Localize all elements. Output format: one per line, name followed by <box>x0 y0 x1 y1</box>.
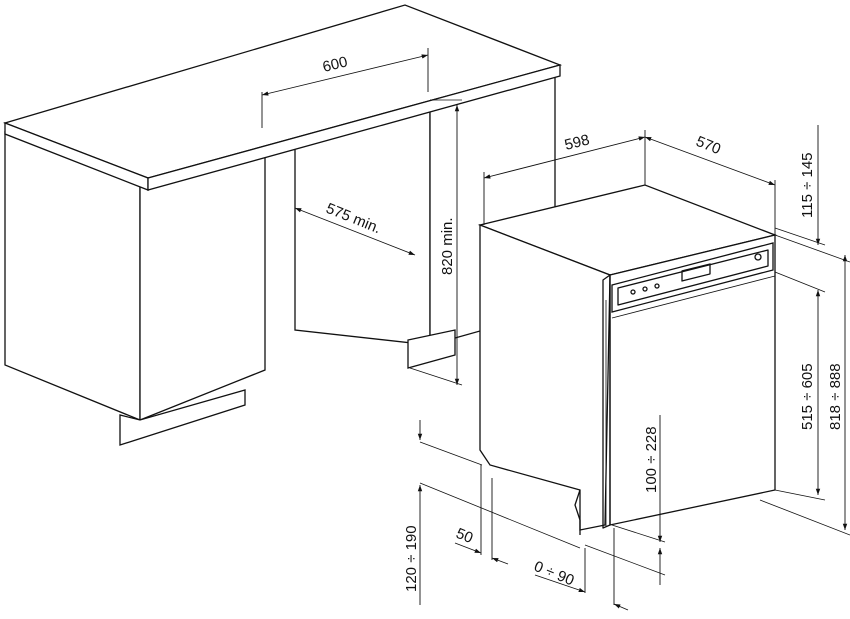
label-plinth-offset: 0 ÷ 90 <box>532 558 577 589</box>
label-appliance-depth: 570 <box>694 133 724 158</box>
dishwasher <box>477 184 778 535</box>
label-niche-height: 820 min. <box>439 217 456 275</box>
label-door-panel-height: 515 ÷ 605 <box>799 363 816 430</box>
dimension-lines <box>261 48 850 611</box>
label-niche-width: 600 <box>321 53 349 76</box>
label-plinth-recess: 50 <box>454 525 476 547</box>
label-top-gap: 115 ÷ 145 <box>799 152 816 218</box>
label-plinth-gap: 100 ÷ 228 <box>643 426 660 493</box>
left-cabinet <box>4 131 266 446</box>
control-panel <box>611 242 774 313</box>
label-appliance-width: 598 <box>563 131 591 154</box>
label-plinth-height: 120 ÷ 190 <box>403 525 420 592</box>
label-total-height: 818 ÷ 888 <box>827 363 844 430</box>
